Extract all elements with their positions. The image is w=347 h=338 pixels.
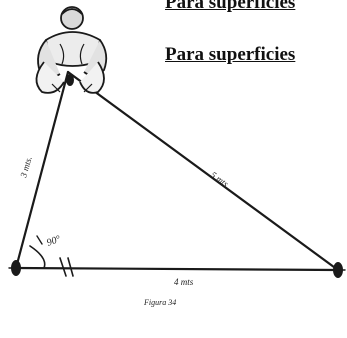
angle-tick-3 [36, 235, 43, 245]
side-4m-line [14, 266, 340, 272]
side-5m-line [66, 70, 340, 272]
side-3m-label: 3 mts. [18, 155, 34, 179]
angle-90-label: 90° [45, 234, 62, 249]
right-angle-arc [29, 245, 46, 269]
side-3m-line [14, 70, 70, 270]
stake-icon [8, 260, 24, 276]
heading-para-superficies-2: Para superficies [165, 44, 296, 65]
surveyor-person-icon [35, 6, 108, 94]
stake-icon [66, 74, 74, 86]
figure-caption: Figura 34 [143, 298, 176, 307]
stake-icon [330, 262, 346, 278]
side-5m-label: 5 mts. [209, 170, 232, 191]
angle-tick-1 [59, 257, 67, 277]
heading-para-superficies-1: Para superficies [165, 0, 296, 13]
side-4m-label: 4 mts [174, 277, 194, 287]
angle-tick-2 [67, 257, 74, 277]
